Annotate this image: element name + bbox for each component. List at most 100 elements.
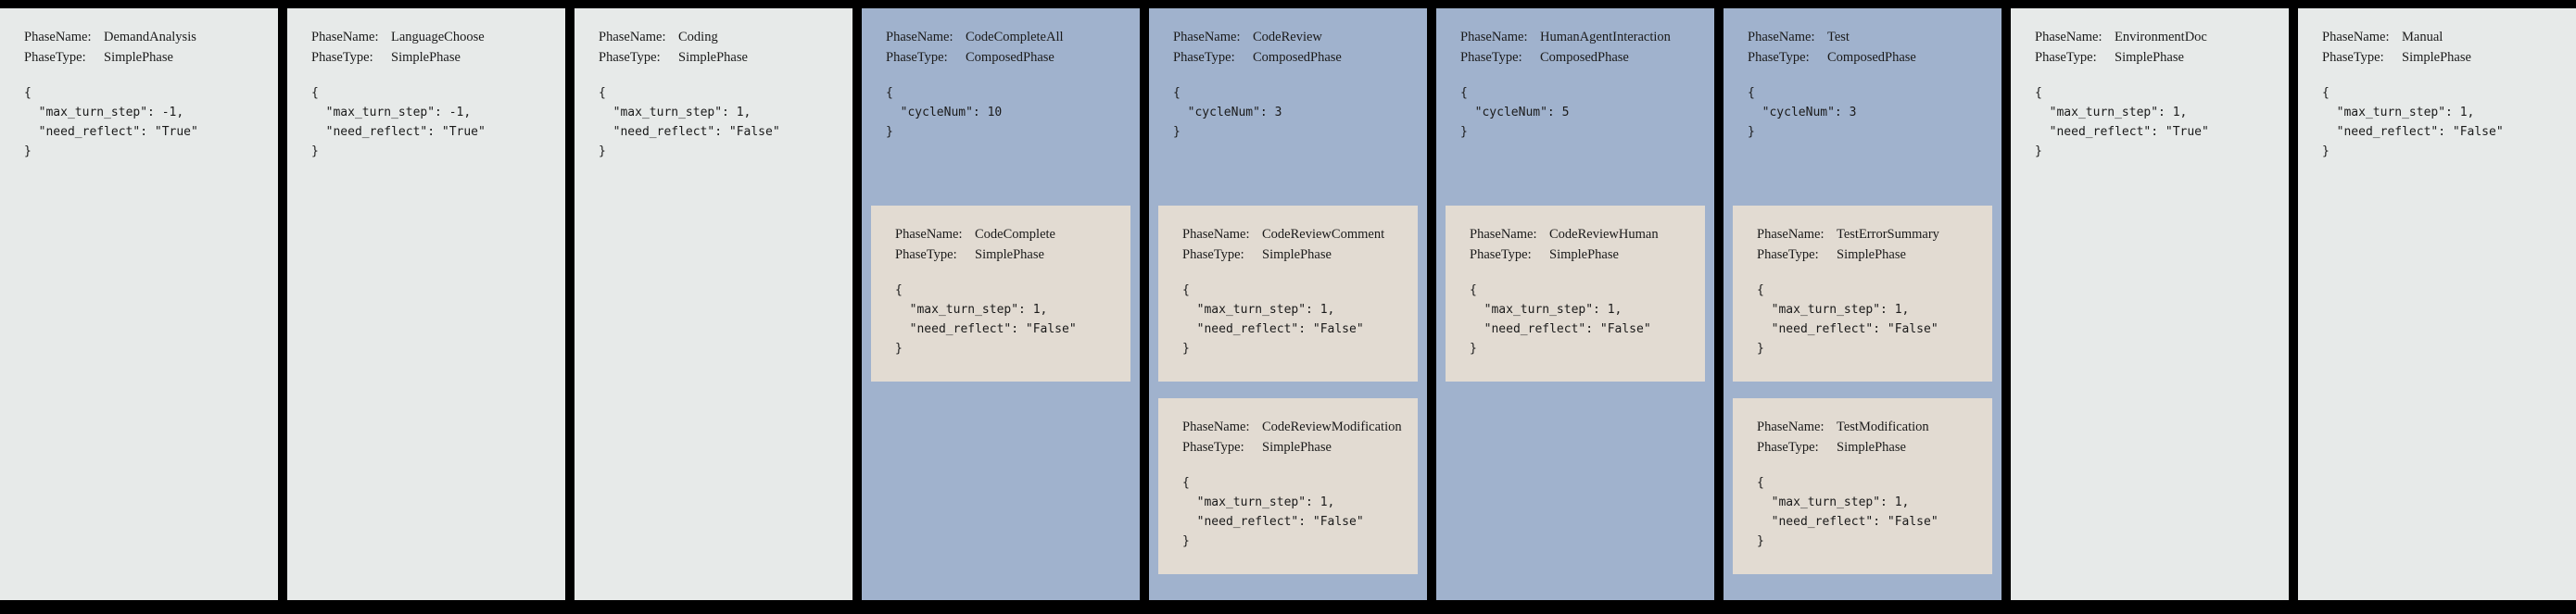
phase-type-value: SimplePhase (2402, 50, 2471, 66)
phase-type-value: SimplePhase (975, 247, 1044, 263)
phase-type-value: SimplePhase (1837, 440, 1906, 456)
phase-name-row: PhaseName:TestErrorSummary (1757, 224, 1968, 244)
phase-type-row: PhaseType:ComposedPhase (1173, 47, 1403, 68)
phase-name-label: PhaseName: (1173, 30, 1241, 44)
phase-name-label: PhaseName: (2322, 30, 2390, 44)
phase-config-json: { "max_turn_step": -1, "need_reflect": "… (311, 83, 541, 161)
phase-config-json: { "cycleNum": 3} (1173, 83, 1403, 142)
phase-name-label: PhaseName: (1182, 227, 1250, 242)
phase-type-label: PhaseType: (895, 247, 957, 263)
phase-config-json-line: } (599, 144, 606, 159)
phase-type-label: PhaseType: (1470, 247, 1532, 263)
phase-type-value: SimplePhase (1837, 247, 1906, 263)
phase-config-json-line: } (1757, 534, 1764, 549)
phase-config-json-line: "max_turn_step": 1, (599, 105, 751, 119)
phase-config-json-line: "need_reflect": "False" (1182, 322, 1364, 337)
phase-type-label: PhaseType: (1182, 247, 1244, 263)
phase-config-json: { "max_turn_step": 1, "need_reflect": "F… (1182, 473, 1394, 551)
phase-type-row: PhaseType:ComposedPhase (1460, 47, 1690, 68)
phase-name-row: PhaseName:CodeReviewComment (1182, 224, 1394, 244)
phase-config-json-line: } (311, 144, 319, 159)
phase-name-label: PhaseName: (2035, 30, 2102, 44)
phase-type-row: PhaseType:SimplePhase (24, 47, 254, 68)
phase-name-label: PhaseName: (1470, 227, 1537, 242)
phase-config-json: { "max_turn_step": 1, "need_reflect": "F… (599, 83, 828, 161)
phase-name-value: CodeReviewModification (1262, 420, 1402, 434)
phase-config-json-line: { (1748, 85, 1755, 100)
phase-config-json-line: { (1173, 85, 1181, 100)
phase-name-label: PhaseName: (1748, 30, 1815, 44)
phase-name-row: PhaseName: TestModification (1757, 417, 1968, 437)
phase-config-json-line: "max_turn_step": 1, (1757, 495, 1910, 509)
phase-config-json-line: "max_turn_step": 1, (1182, 302, 1335, 317)
phase-name-value: CodeReviewHuman (1549, 227, 1659, 242)
phase-config-json-line: } (1748, 125, 1755, 140)
phase-type-row: PhaseType: SimplePhase (895, 244, 1106, 265)
phase-type-row: PhaseType:SimplePhase (599, 47, 828, 68)
phase-config-json-line: "need_reflect": "True" (24, 125, 198, 140)
phase-name-label: PhaseName: (1757, 420, 1825, 434)
phase-config-json-line: } (24, 144, 32, 159)
phase-config-json-line: "cycleNum": 3 (1748, 105, 1857, 119)
phase-config-json: { "max_turn_step": 1, "need_reflect": "F… (895, 281, 1106, 358)
phase-config-json: { "max_turn_step": 1, "need_reflect": "F… (2322, 83, 2552, 161)
phase-name-value: EnvironmentDoc (2115, 30, 2207, 44)
phase-type-row: PhaseType:SimplePhase (1757, 244, 1968, 265)
phase-name-row: PhaseName: EnvironmentDoc (2035, 27, 2265, 47)
phase-name-label: PhaseName: (1757, 227, 1825, 242)
phase-name-value: TestModification (1837, 420, 1929, 434)
phase-type-label: PhaseType: (886, 50, 948, 66)
phase-type-value: SimplePhase (1262, 247, 1332, 263)
phase-type-row: PhaseType:SimplePhase (1182, 437, 1394, 457)
phase-name-value: CodeComplete (975, 227, 1055, 242)
phase-name-label: PhaseName: (599, 30, 666, 44)
phase-config-json-line: "max_turn_step": 1, (1757, 302, 1910, 317)
phase-type-label: PhaseType: (311, 50, 373, 66)
phase-config-json-line: { (311, 85, 319, 100)
phase-name-label: PhaseName: (886, 30, 953, 44)
phase-config-json-line: "cycleNum": 3 (1173, 105, 1282, 119)
phase-name-label: PhaseName: (1460, 30, 1528, 44)
phase-type-label: PhaseType: (1757, 440, 1819, 456)
phase-name-row: PhaseName:CodeReview (1173, 27, 1403, 47)
phase-name-value: Manual (2402, 30, 2443, 44)
phase-type-row: PhaseType:SimplePhase (1470, 244, 1681, 265)
phase-type-row: PhaseType: SimplePhase (1757, 437, 1968, 457)
phase-config-json-line: "max_turn_step": 1, (1470, 302, 1623, 317)
phase-config-json-line: "need_reflect": "False" (1470, 322, 1651, 337)
phase-type-label: PhaseType: (1173, 50, 1235, 66)
phase-name-value: CodeCompleteAll (966, 30, 1064, 44)
phase-name-row: PhaseName:Test (1748, 27, 1977, 47)
phase-type-value: SimplePhase (104, 50, 173, 66)
phase-config-json-line: "need_reflect": "False" (1182, 515, 1364, 530)
phase-name-row: PhaseName:Coding (599, 27, 828, 47)
phase-name-row: PhaseName:LanguageChoose (311, 27, 541, 47)
phase-name-value: LanguageChoose (391, 30, 485, 44)
phase-config-json-line: { (1460, 85, 1468, 100)
phase-config-json-line: "need_reflect": "False" (1757, 515, 1938, 530)
phase-name-row: PhaseName: Manual (2322, 27, 2552, 47)
phase-name-row: PhaseName: CodeCompleteAll (886, 27, 1116, 47)
phase-type-row: PhaseType: SimplePhase (1182, 244, 1394, 265)
